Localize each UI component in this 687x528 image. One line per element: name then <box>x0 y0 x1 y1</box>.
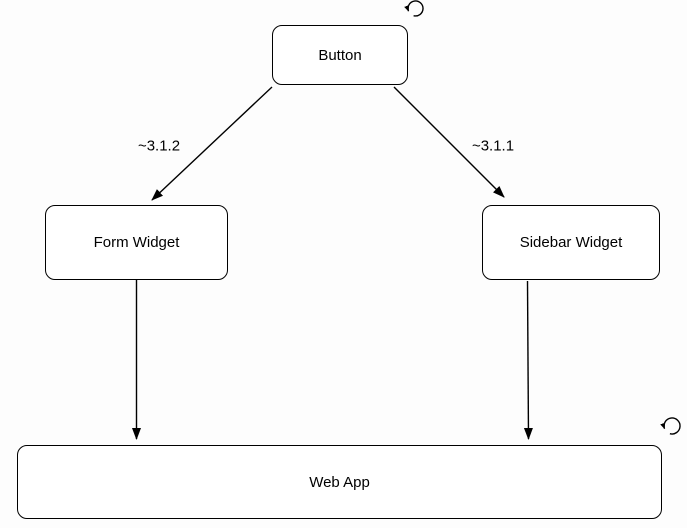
edge-sidebar-widget-to-web-app <box>523 280 533 440</box>
node-button-label: Button <box>318 46 362 64</box>
node-sidebar-widget[interactable]: Sidebar Widget <box>482 205 660 280</box>
node-form-widget[interactable]: Form Widget <box>45 205 228 280</box>
edge-version-label-form-widget: ~3.1.2 <box>137 137 181 155</box>
node-form-widget-label: Form Widget <box>93 234 180 251</box>
edge-version-label-sidebar-widget: ~3.1.1 <box>471 137 515 155</box>
loop-arrow-icon <box>660 417 681 435</box>
node-web-app[interactable]: Web App <box>17 445 662 519</box>
loop-arrow-icon <box>404 0 424 17</box>
node-button[interactable]: Button <box>272 25 408 85</box>
node-web-app-label: Web App <box>309 473 370 491</box>
edge-button-to-sidebar-widget <box>393 86 505 198</box>
edge-button-to-form-widget <box>151 86 273 201</box>
node-sidebar-widget-label: Sidebar Widget <box>519 234 623 251</box>
